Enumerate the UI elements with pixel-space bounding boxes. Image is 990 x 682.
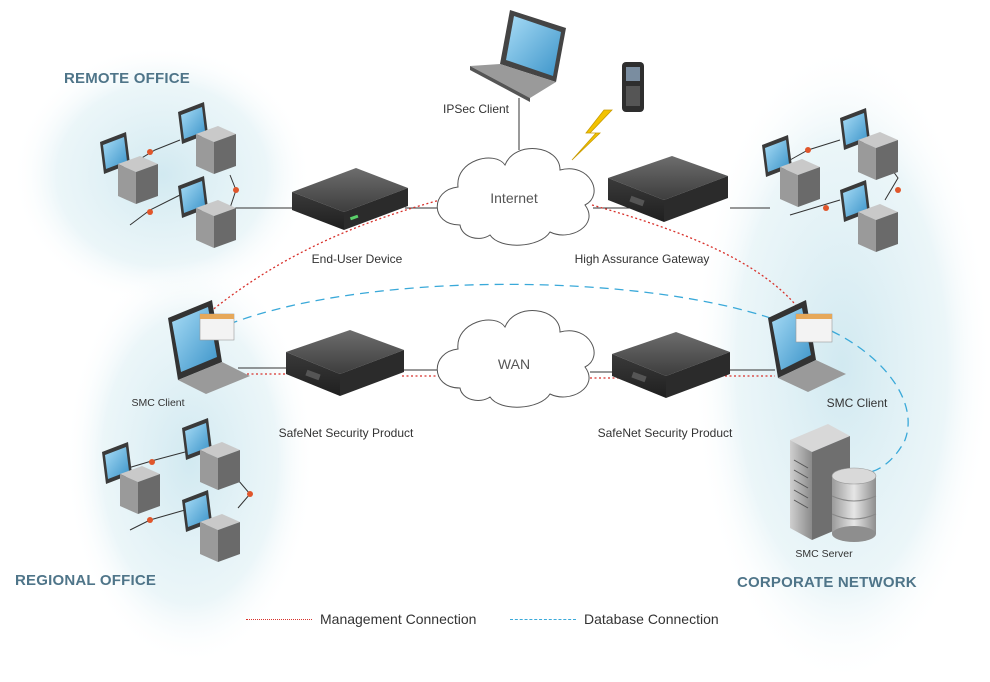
link-node	[895, 187, 901, 193]
high-assurance-gateway-label: High Assurance Gateway	[574, 252, 710, 266]
workstation-icon	[102, 442, 160, 514]
end-user-device-label: End-User Device	[311, 252, 403, 266]
workstation-icon	[100, 132, 158, 204]
ipsec-client-label: IPSec Client	[442, 102, 510, 116]
smc-client-left-label: SMC Client	[131, 397, 185, 409]
legend-database: Database Connection	[510, 611, 719, 627]
link-node	[147, 517, 153, 523]
workstation-icon	[840, 180, 898, 252]
ipsec-laptop-icon	[470, 10, 566, 102]
smc-client-left-icon	[168, 300, 250, 394]
link-node	[149, 459, 155, 465]
link-node	[147, 209, 153, 215]
smc-server-label: SMC Server	[795, 548, 853, 560]
link-node	[823, 205, 829, 211]
mobile-phone-icon	[622, 62, 644, 112]
workstation-icon	[182, 490, 240, 562]
corporate-network-region	[692, 45, 990, 682]
corporate-network-title: CORPORATE NETWORK	[737, 574, 917, 591]
legend-database-label: Database Connection	[584, 611, 719, 627]
safenet-left-label: SafeNet Security Product	[278, 426, 414, 440]
database-connections	[214, 283, 909, 473]
smc-client-right-label: SMC Client	[826, 396, 888, 410]
workstation-icon	[178, 176, 236, 248]
safenet-right-icon	[612, 332, 730, 398]
regional-office-title: REGIONAL OFFICE	[15, 572, 157, 589]
internet-cloud	[436, 148, 595, 246]
management-connections	[199, 199, 801, 379]
link-node	[247, 491, 253, 497]
corporate-workstations	[762, 108, 901, 252]
management-line-swatch	[246, 618, 312, 620]
link-node	[805, 147, 811, 153]
regional-office-region	[65, 255, 315, 665]
remote-office-title: REMOTE OFFICE	[64, 70, 190, 87]
link-node	[233, 187, 239, 193]
legend-management-label: Management Connection	[320, 611, 477, 627]
workstation-icon	[762, 135, 820, 207]
smc-client-right-icon	[768, 300, 846, 392]
workstation-icon	[840, 108, 898, 180]
remote-office-workstations	[100, 102, 239, 248]
internet-label: Internet	[490, 190, 538, 206]
wireless-bolt-icon	[571, 109, 613, 161]
safenet-right-label: SafeNet Security Product	[597, 426, 733, 440]
wan-cloud	[436, 310, 595, 408]
database-line-swatch	[510, 618, 576, 620]
smc-server-icon	[790, 424, 877, 542]
workstation-icon	[182, 418, 240, 490]
regional-office-workstations	[102, 418, 253, 562]
link-node	[147, 149, 153, 155]
remote-office-region	[12, 45, 312, 305]
safenet-left-icon	[286, 330, 404, 396]
workstation-icon	[178, 102, 236, 174]
legend-management: Management Connection	[246, 611, 476, 627]
high-assurance-gateway-icon	[608, 156, 728, 222]
wan-label: WAN	[497, 356, 531, 372]
end-user-device-icon	[292, 168, 408, 230]
